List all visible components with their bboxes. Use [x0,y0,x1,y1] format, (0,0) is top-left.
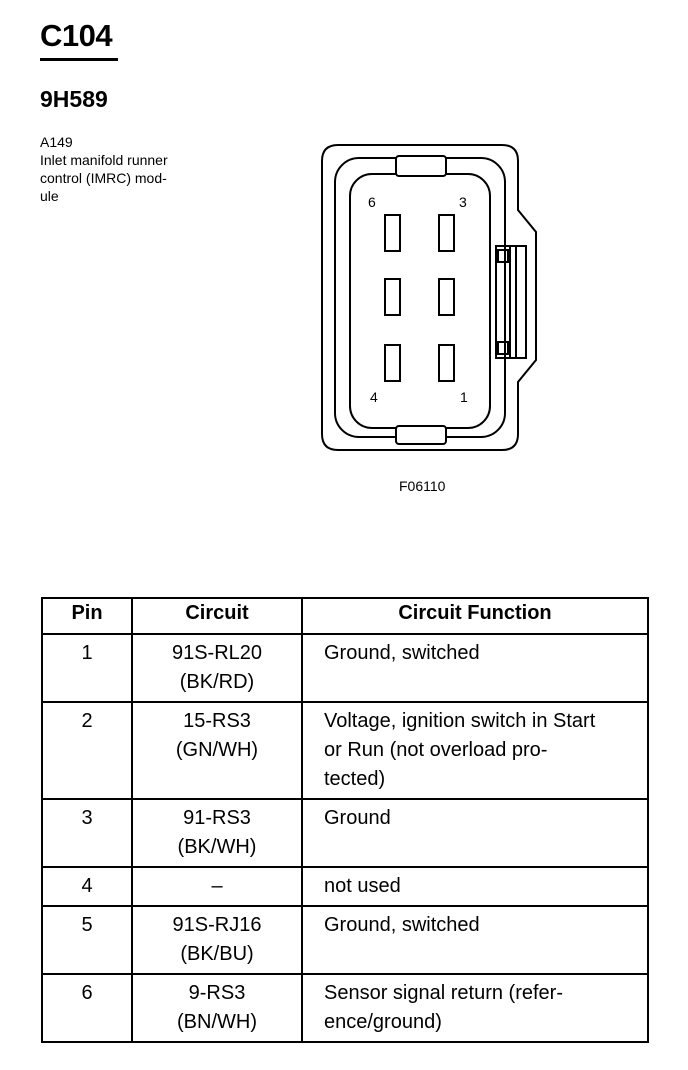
figure-code: F06110 [399,478,446,494]
circuit-function-cell: not used [301,866,649,907]
function-line: ence/ground) [324,1011,442,1033]
table-header-row: Pin Circuit Circuit Function [41,597,649,635]
top-latch [395,155,447,177]
circuit-line: 15-RS3 [183,710,251,732]
housing-inner-outline [334,157,506,438]
circuit-function-cell: Ground, switched [301,633,649,703]
circuit-cell: 91S-RL20 (BK/RD) [131,633,303,703]
function-line: tected) [324,768,386,790]
table-row: 2 15-RS3 (GN/WH) Voltage, ignition switch i… [41,701,649,800]
pin-label-3: 3 [459,194,467,210]
description-line: Inlet manifold runner [40,152,168,168]
circuit-function-cell: Ground [301,798,649,868]
function-line: Ground [324,807,391,829]
pin-label-6: 6 [368,194,376,210]
function-line: Ground, switched [324,914,480,936]
column-header-function: Circuit Function [301,597,649,635]
terminal-3 [438,214,455,252]
pin-number-cell: 1 [41,633,133,703]
description-line: A149 [40,134,73,150]
function-line: Ground, switched [324,642,480,664]
circuit-line: 91S-RJ16 [172,914,262,936]
pin-number-cell: 2 [41,701,133,800]
circuit-cell: 91-RS3 (BK/WH) [131,798,303,868]
pin-label-1: 1 [460,389,468,405]
description-line: control (IMRC) mod- [40,170,167,186]
component-description: A149 Inlet manifold runner control (IMRC… [40,133,210,205]
circuit-line: – [211,875,223,897]
pin-number-cell: 6 [41,973,133,1043]
function-line: or Run (not overload pro- [324,739,548,761]
circuit-cell: 9-RS3 (BN/WH) [131,973,303,1043]
table-row: 1 91S-RL20 (BK/RD) Ground, switched [41,633,649,703]
table-row: 4 – not used [41,866,649,907]
description-line: ule [40,188,59,204]
table-body: 1 91S-RL20 (BK/RD) Ground, switched 2 15-RS3 (… [41,633,649,1043]
pin-number-cell: 3 [41,798,133,868]
title-underline [40,58,118,61]
column-header-circuit: Circuit [131,597,303,635]
circuit-cell: 91S-RJ16 (BK/BU) [131,905,303,975]
terminal-4 [384,344,401,382]
circuit-cell: – [131,866,303,907]
circuit-line: (BK/RD) [179,671,255,693]
circuit-line: 91S-RL20 [171,642,263,664]
column-header-pin: Pin [41,597,133,635]
connector-face-diagram: 6 3 4 1 [321,144,537,451]
circuit-line: (BK/BU) [180,943,254,965]
table-row: 6 9-RS3 (BN/WH) Sensor signal return (refer… [41,973,649,1043]
function-line: Sensor signal return (refer- [324,982,563,1004]
part-number: 9H589 [40,86,108,112]
function-line: Voltage, ignition switch in Start [324,710,596,732]
pin-number-cell: 4 [41,866,133,907]
terminal-6 [384,214,401,252]
table-row: 5 91S-RJ16 (BK/BU) Ground, switched [41,905,649,975]
circuit-line: (BK/WH) [177,836,257,858]
terminal-5 [384,278,401,316]
circuit-function-cell: Sensor signal return (refer-ence/ground) [301,973,649,1043]
bottom-latch [395,425,447,445]
circuit-line: (GN/WH) [175,739,259,761]
terminal-2 [438,278,455,316]
circuit-cell: 15-RS3 (GN/WH) [131,701,303,800]
side-lock-tab [497,341,509,355]
circuit-line: 91-RS3 [183,807,251,829]
circuit-function-cell: Voltage, ignition switch in Start or Run … [301,701,649,800]
terminal-1 [438,344,455,382]
pin-number-cell: 5 [41,905,133,975]
connector-id-title: C104 [40,18,113,53]
housing-outline [321,144,537,451]
circuit-line: 9-RS3 [188,982,246,1004]
circuit-function-cell: Ground, switched [301,905,649,975]
side-lock-tab [497,249,509,263]
circuit-line: (BN/WH) [177,1011,257,1033]
function-line: not used [324,875,401,897]
pin-table: Pin Circuit Circuit Function 1 91S-RL20 (B… [41,597,649,1043]
table-row: 3 91-RS3 (BK/WH) Ground [41,798,649,868]
pin-label-4: 4 [370,389,378,405]
